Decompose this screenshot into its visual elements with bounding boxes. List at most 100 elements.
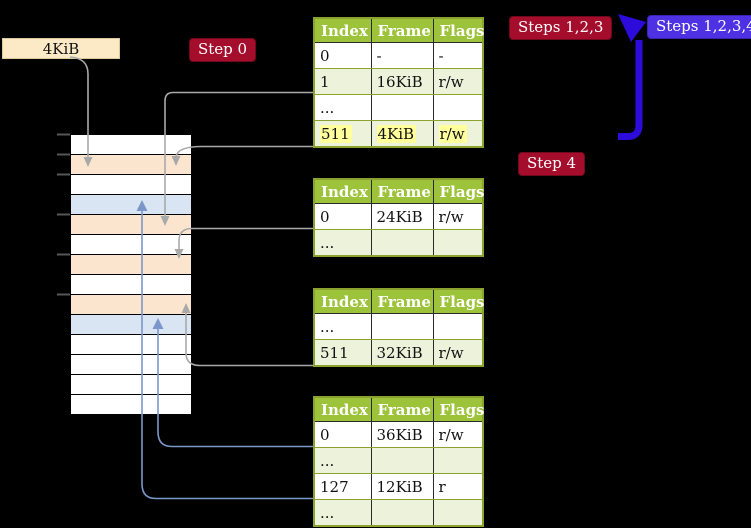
memory-frame-row-page-table bbox=[71, 295, 191, 315]
table-cell: 1 bbox=[314, 68, 372, 95]
cell-value: 12KiB bbox=[376, 477, 423, 496]
memory-frame-row-free bbox=[71, 235, 191, 255]
table-cell: ... bbox=[314, 499, 372, 527]
table-cell bbox=[433, 447, 483, 474]
table-cell: 0 bbox=[314, 421, 372, 448]
column-header-index: Index bbox=[314, 397, 372, 422]
page-size-box: 4KiB bbox=[2, 38, 120, 59]
column-header-flags: Flags bbox=[433, 18, 485, 43]
table-row: ... bbox=[314, 313, 483, 340]
table-cell bbox=[371, 499, 434, 527]
cell-value: r/w bbox=[438, 207, 464, 226]
memory-frame-row-page-table bbox=[71, 255, 191, 275]
table-cell: 127 bbox=[314, 473, 372, 500]
table-cell: 16KiB bbox=[371, 68, 434, 95]
table-cell: ... bbox=[314, 447, 372, 474]
column-header-frame: Frame bbox=[371, 289, 434, 314]
column-header-flags: Flags bbox=[433, 179, 485, 204]
cell-value: r bbox=[438, 477, 446, 496]
memory-frame-row-page-table bbox=[71, 215, 191, 235]
cell-value: 16KiB bbox=[376, 72, 423, 91]
cell-value: 24KiB bbox=[376, 207, 423, 226]
column-header-frame: Frame bbox=[371, 18, 434, 43]
column-header-flags: Flags bbox=[433, 397, 485, 422]
arrow-entry511-to-4kib-frame bbox=[175, 145, 368, 158]
column-header-frame: Frame bbox=[371, 397, 434, 422]
step0-label: Step 0 bbox=[189, 38, 257, 62]
table-cell: ... bbox=[314, 229, 372, 257]
memory-frame-row-free bbox=[71, 275, 191, 295]
table-cell: ... bbox=[314, 313, 372, 340]
arrowhead-up-left-icon bbox=[618, 14, 646, 42]
table-cell: 511 bbox=[314, 339, 372, 367]
table-cell: 0 bbox=[314, 42, 372, 69]
cell-value: r/w bbox=[438, 425, 464, 444]
table-cell: r/w bbox=[433, 120, 483, 148]
cell-value: 4KiB bbox=[376, 124, 417, 143]
memory-frame-row-free bbox=[71, 135, 191, 155]
cell-value: r/w bbox=[438, 72, 464, 91]
table-cell: - bbox=[433, 42, 483, 69]
table-cell: r/w bbox=[433, 203, 483, 230]
memory-frame-row-free bbox=[71, 355, 191, 375]
table-cell: 36KiB bbox=[371, 421, 434, 448]
table-cell: ... bbox=[314, 94, 372, 121]
table-row: 511 4KiB r/w bbox=[314, 120, 483, 148]
table-cell: r/w bbox=[433, 421, 483, 448]
cell-value: ... bbox=[320, 451, 335, 470]
cell-value: ... bbox=[320, 317, 335, 336]
table-row: 0 - - bbox=[314, 42, 483, 69]
column-header-frame: Frame bbox=[371, 179, 434, 204]
table-cell bbox=[433, 94, 483, 121]
cell-value: r/w bbox=[438, 124, 467, 143]
memory-frame-row-free bbox=[71, 375, 191, 395]
table-cell: 24KiB bbox=[371, 203, 434, 230]
cell-value: 0 bbox=[320, 425, 330, 444]
memory-frame-row-free bbox=[71, 175, 191, 195]
table-cell bbox=[371, 94, 434, 121]
table-cell: 32KiB bbox=[371, 339, 434, 367]
cell-value: 127 bbox=[320, 477, 349, 496]
memory-frame-row-free bbox=[71, 335, 191, 355]
memory-frame-row-mapped-page bbox=[71, 315, 191, 335]
table-cell: 0 bbox=[314, 203, 372, 230]
cell-value: ... bbox=[320, 233, 335, 252]
cell-value: 0 bbox=[320, 46, 330, 65]
steps1234-label: Steps 1,2,3,4 bbox=[647, 15, 751, 39]
table-row: 127 12KiB r bbox=[314, 473, 483, 500]
memory-frame-row-page-table bbox=[71, 155, 191, 175]
table-cell bbox=[371, 313, 434, 340]
steps-loop-arrow-shaft bbox=[618, 40, 643, 140]
cell-value: 511 bbox=[320, 124, 352, 143]
table-cell: r/w bbox=[433, 339, 483, 367]
table-row: 0 24KiB r/w bbox=[314, 203, 483, 230]
table-cell bbox=[371, 229, 434, 257]
cell-value: - bbox=[376, 46, 382, 65]
column-header-index: Index bbox=[314, 289, 372, 314]
cell-value: 0 bbox=[320, 207, 330, 226]
table-row: ... bbox=[314, 499, 483, 527]
table-cell: 12KiB bbox=[371, 473, 434, 500]
table-cell: r bbox=[433, 473, 483, 500]
memory-frame-row-free bbox=[71, 395, 191, 414]
cell-value: ... bbox=[320, 98, 335, 117]
step4-label: Step 4 bbox=[518, 152, 586, 176]
table-cell: 4KiB bbox=[371, 120, 434, 148]
column-header-index: Index bbox=[314, 179, 372, 204]
table-cell bbox=[433, 499, 483, 527]
physical-memory-strip bbox=[70, 134, 192, 415]
table-cell: - bbox=[371, 42, 434, 69]
table-row: ... bbox=[314, 447, 483, 474]
steps123-label: Steps 1,2,3 bbox=[509, 16, 613, 40]
cell-value: ... bbox=[320, 503, 335, 522]
steps-loop-arrow bbox=[618, 14, 646, 140]
